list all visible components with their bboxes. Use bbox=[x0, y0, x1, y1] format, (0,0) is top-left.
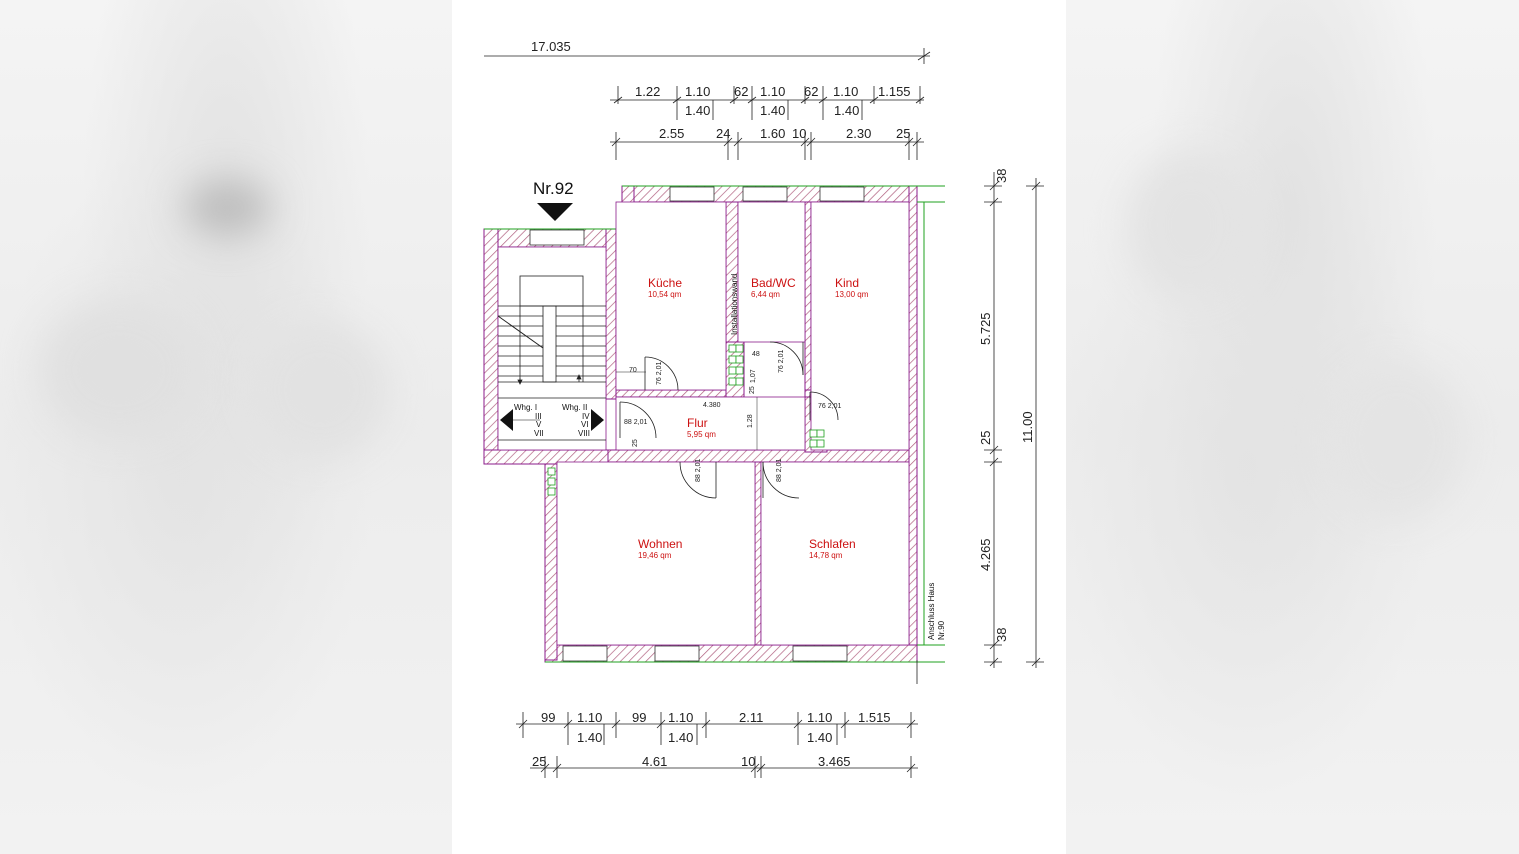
room-name-flur: Flur bbox=[687, 416, 708, 430]
floor-plan-sheet: Whg. I III V VII Whg. II IV VI VIII Nr.9… bbox=[452, 0, 1066, 854]
apartment-arrows bbox=[500, 409, 604, 431]
arrow-left-icon bbox=[500, 409, 513, 431]
door-dim-schlafen: 88 2,01 bbox=[776, 459, 783, 482]
dim-top-5: 62 bbox=[804, 84, 818, 99]
whg-left-label: Whg. I bbox=[514, 403, 537, 412]
dim-25-flur: 25 bbox=[632, 439, 639, 447]
dim-bottom-sub-1: 1.40 bbox=[577, 730, 602, 745]
dim-bottom2-3: 10 bbox=[741, 754, 755, 769]
dim-bottom-sub-3: 1.40 bbox=[807, 730, 832, 745]
room-name-kueche: Küche bbox=[648, 276, 682, 290]
room-area-bad: 6,44 qm bbox=[751, 290, 780, 299]
dim-25-bad: 25 bbox=[749, 386, 756, 394]
dim-top-4: 1.10 bbox=[760, 84, 785, 99]
dim-right-3: 25 bbox=[978, 431, 993, 445]
installation-wall-label: Installationswand bbox=[730, 274, 739, 335]
dim-top-sub-3: 1.40 bbox=[834, 103, 859, 118]
dim-top2-1: 2.55 bbox=[659, 126, 684, 141]
dim-bottom2-4: 3.465 bbox=[818, 754, 851, 769]
door-dim-kueche: 76 2,01 bbox=[656, 362, 663, 385]
entrance-triangle-icon bbox=[537, 203, 573, 221]
whg-left-roman-3: VII bbox=[534, 429, 544, 438]
dim-top2-5: 2.30 bbox=[846, 126, 871, 141]
dim-right-4: 4.265 bbox=[978, 538, 993, 571]
room-interiors bbox=[497, 201, 910, 646]
annex-label-1: Anschluss Haus bbox=[927, 583, 936, 640]
dim-top-6: 1.10 bbox=[833, 84, 858, 99]
whg-right-roman-1: IV bbox=[582, 412, 590, 421]
whg-right-roman-3: VIII bbox=[578, 429, 590, 438]
dim-bottom-6: 1.10 bbox=[807, 710, 832, 725]
dim-top2-4: 10 bbox=[792, 126, 806, 141]
whg-left-roman-1: III bbox=[535, 412, 542, 421]
dim-overall: 17.035 bbox=[531, 39, 571, 54]
wall-contour-lines bbox=[484, 185, 945, 663]
dim-bottom-3: 99 bbox=[632, 710, 646, 725]
dim-48: 48 bbox=[752, 351, 760, 358]
dim-bottom-sub-2: 1.40 bbox=[668, 730, 693, 745]
room-name-schlafen: Schlafen bbox=[809, 537, 856, 551]
dim-4380: 4.380 bbox=[703, 402, 721, 409]
room-area-kueche: 10,54 qm bbox=[648, 290, 682, 299]
dim-bottom2-1: 25 bbox=[532, 754, 546, 769]
dim-bottom2-2: 4.61 bbox=[642, 754, 667, 769]
dim-bottom-5: 2.11 bbox=[739, 710, 763, 725]
dim-bottom-4: 1.10 bbox=[668, 710, 693, 725]
room-name-kind: Kind bbox=[835, 276, 859, 290]
door-dim-wohnen: 88 2,01 bbox=[695, 459, 702, 482]
dim-top2-3: 1.60 bbox=[760, 126, 785, 141]
dim-bottom-2: 1.10 bbox=[577, 710, 602, 725]
whg-right-roman-2: VI bbox=[581, 420, 589, 429]
staircase bbox=[497, 275, 606, 441]
blurred-background-right bbox=[1066, 0, 1519, 854]
dim-top-7: 1.155 bbox=[878, 84, 911, 99]
dim-top-3: 62 bbox=[734, 84, 748, 99]
windows bbox=[529, 186, 865, 662]
doors bbox=[616, 341, 839, 499]
dim-right-5: 38 bbox=[994, 628, 1009, 642]
floor-plan-drawing: Whg. I III V VII Whg. II IV VI VIII Nr.9… bbox=[483, 39, 1044, 778]
dim-right-total: 11.00 bbox=[1020, 411, 1035, 443]
dim-107: 1,07 bbox=[750, 369, 757, 383]
dim-128: 1.28 bbox=[747, 414, 754, 428]
dim-70: 70 bbox=[629, 367, 637, 374]
building-number-label: Nr.92 bbox=[533, 179, 574, 198]
room-area-kind: 13,00 qm bbox=[835, 290, 869, 299]
dim-top-1: 1.22 bbox=[635, 84, 660, 99]
room-name-bad: Bad/WC bbox=[751, 276, 796, 290]
dim-right-2: 5.725 bbox=[978, 312, 993, 345]
dimension-lines bbox=[484, 48, 1044, 778]
door-dim-flur-left: 88 2,01 bbox=[624, 419, 647, 426]
dim-right-1: 38 bbox=[994, 169, 1009, 183]
blurred-background-left bbox=[0, 0, 452, 854]
arrow-right-icon bbox=[591, 409, 604, 431]
whg-right-label: Whg. II bbox=[562, 403, 587, 412]
dim-top-sub-1: 1.40 bbox=[685, 103, 710, 118]
room-name-wohnen: Wohnen bbox=[638, 537, 682, 551]
door-dim-kind: 76 2,01 bbox=[818, 403, 841, 410]
room-area-flur: 5,95 qm bbox=[687, 430, 716, 439]
dim-top-sub-2: 1.40 bbox=[760, 103, 785, 118]
annex-label-2: Nr.90 bbox=[937, 620, 946, 640]
dim-bottom-7: 1.515 bbox=[858, 710, 891, 725]
whg-left-roman-2: V bbox=[536, 420, 542, 429]
door-dim-bad: 76 2,01 bbox=[778, 350, 785, 373]
dim-top2-2: 24 bbox=[716, 126, 730, 141]
dim-bottom-1: 99 bbox=[541, 710, 555, 725]
dim-top2-6: 25 bbox=[896, 126, 910, 141]
installation-shafts bbox=[547, 344, 825, 496]
room-area-wohnen: 19,46 qm bbox=[638, 551, 672, 560]
dim-top-2: 1.10 bbox=[685, 84, 710, 99]
room-area-schlafen: 14,78 qm bbox=[809, 551, 843, 560]
